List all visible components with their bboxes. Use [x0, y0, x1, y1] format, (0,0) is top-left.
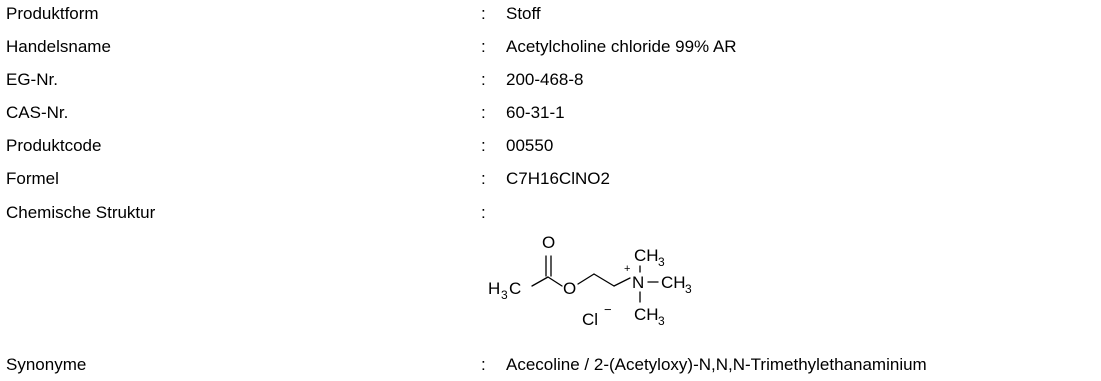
separator: :: [481, 203, 486, 222]
separator: :: [481, 70, 486, 89]
bond-ch2-ch2: [593, 273, 615, 287]
separator: :: [481, 4, 486, 23]
field-label: Produktform: [6, 4, 99, 23]
field-value: C7H16ClNO2: [506, 169, 610, 188]
row-chemische-struktur: Chemische Struktur :: [0, 203, 1101, 227]
charge-minus: −: [604, 302, 612, 317]
atom-methyl-h: H: [488, 279, 500, 298]
row-formel: Formel : C7H16ClNO2: [0, 169, 1101, 193]
methyl-bottom-ch: CH: [634, 305, 659, 324]
chemical-structure-diagram: O H 3 C O + N CH 3 CH 3 CH 3 Cl −: [482, 226, 802, 346]
separator: :: [481, 103, 486, 122]
field-value: Stoff: [506, 4, 541, 23]
bond-carbon-oxygen: [547, 276, 563, 287]
field-label: CAS-Nr.: [6, 103, 69, 122]
charge-plus: +: [624, 263, 630, 275]
field-label: Produktcode: [6, 136, 102, 155]
field-value: 60-31-1: [506, 103, 565, 122]
separator: :: [481, 136, 486, 155]
subscript-3: 3: [501, 288, 508, 302]
bond-ch2-n: [613, 277, 631, 287]
chloride-cl: Cl: [582, 310, 598, 329]
field-label: Synonyme: [6, 355, 87, 374]
separator: :: [481, 37, 486, 56]
field-label: Formel: [6, 169, 59, 188]
row-produktform: Produktform : Stoff: [0, 4, 1101, 28]
subscript-3: 3: [658, 314, 665, 328]
subscript-3: 3: [658, 255, 665, 269]
atom-carbonyl-o: O: [542, 233, 555, 252]
bond-methyl-carbon: [531, 276, 549, 287]
field-label: Chemische Struktur: [6, 203, 156, 222]
subscript-3: 3: [685, 282, 692, 296]
field-label: EG-Nr.: [6, 70, 58, 89]
row-produktcode: Produktcode : 00550: [0, 136, 1101, 160]
bond-oxygen-ch2: [577, 273, 595, 285]
atom-nitrogen: N: [632, 273, 644, 292]
field-value: Acecoline / 2-(Acetyloxy)-N,N,N-Trimethy…: [506, 355, 927, 374]
row-cas-nr: CAS-Nr. : 60-31-1: [0, 103, 1101, 127]
methyl-right-ch: CH: [661, 273, 686, 292]
row-synonyme: Synonyme : Acecoline / 2-(Acetyloxy)-N,N…: [0, 355, 1101, 379]
field-label: Handelsname: [6, 37, 111, 56]
field-value: 200-468-8: [506, 70, 584, 89]
separator: :: [481, 169, 486, 188]
row-handelsname: Handelsname : Acetylcholine chloride 99%…: [0, 37, 1101, 61]
field-value: 00550: [506, 136, 554, 155]
methyl-top-ch: CH: [634, 246, 659, 265]
atom-ester-o: O: [563, 279, 576, 298]
separator: :: [481, 355, 486, 374]
row-eg-nr: EG-Nr. : 200-468-8: [0, 70, 1101, 94]
field-value: Acetylcholine chloride 99% AR: [506, 37, 737, 56]
atom-methyl-c: C: [509, 279, 521, 298]
